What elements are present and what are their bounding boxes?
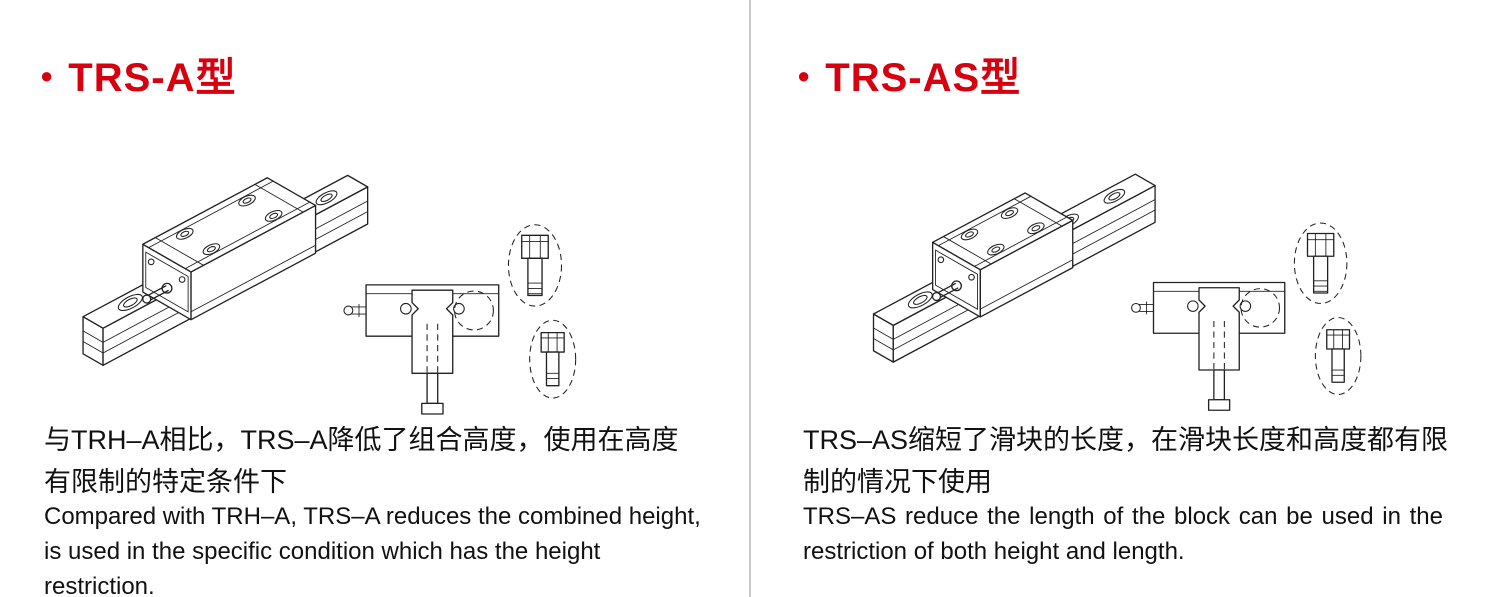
section-trs-as: ● TRS-AS型 TRS–AS缩短了滑块的长度，在滑块长度和高度都有限制的情况…	[751, 0, 1500, 597]
section-title-text: TRS-A型	[68, 56, 237, 101]
description-chinese: TRS–AS缩短了滑块的长度，在滑块长度和高度都有限制的情况下使用	[803, 425, 1449, 497]
section-title-trs-a: ● TRS-A型	[40, 45, 237, 103]
description-english: Compared with TRH–A, TRS–A reduces the c…	[44, 503, 701, 597]
section-trs-a: ● TRS-A型 与TRH–A相比，TRS–A降低了组合高度，使用在高度有限制的…	[0, 0, 749, 597]
trs-a-technical-drawing-image	[82, 174, 577, 415]
trs-as-technical-drawing-image	[872, 173, 1362, 411]
trs-as-diagram	[821, 62, 1381, 421]
section-title-text: TRS-AS型	[825, 56, 1022, 101]
description-chinese: 与TRH–A相比，TRS–A降低了组合高度，使用在高度有限制的特定条件下	[44, 425, 679, 497]
bullet-icon: ●	[40, 63, 55, 89]
section-title-trs-as: ● TRS-AS型	[797, 45, 1021, 103]
trs-a-diagram	[30, 62, 596, 425]
description-english: TRS–AS reduce the length of the block ca…	[803, 503, 1443, 565]
bullet-icon: ●	[797, 63, 812, 89]
panel-divider	[749, 0, 751, 597]
